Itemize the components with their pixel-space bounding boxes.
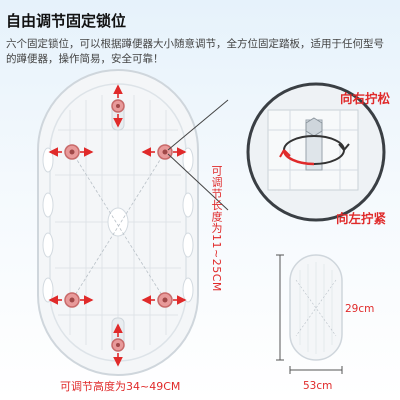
feature-description: 六个固定锁位，可以根据蹲便器大小随意调节，全方位固定踏板，适用于任何型号的蹲便器… xyxy=(6,38,384,65)
lock-knob-upper-left xyxy=(64,144,80,160)
page-title: 自由调节固定锁位 xyxy=(6,12,127,30)
length-dimension-label: 53cm xyxy=(303,380,333,392)
adjustment-arrows xyxy=(48,84,187,367)
dimension-lines xyxy=(276,254,343,374)
zoom-connector xyxy=(167,99,229,211)
guide-lines xyxy=(71,151,166,301)
loosen-right-callout: 向右拧松 xyxy=(340,91,391,106)
lock-knob-lower-right xyxy=(157,292,173,308)
detail-zoom-circle xyxy=(246,82,386,222)
tighten-left-callout: 向左拧紧 xyxy=(336,211,387,226)
lock-knob-upper-right xyxy=(157,144,173,160)
lock-knob-top xyxy=(111,99,125,113)
size-inset-board xyxy=(289,254,343,361)
lock-knob-lower-left xyxy=(64,292,80,308)
height-adjust-label: 可调节高度为34~49CM xyxy=(60,380,181,393)
lock-knob-bottom xyxy=(111,338,125,352)
width-dimension-label: 29cm xyxy=(345,303,375,315)
lock-knobs xyxy=(64,99,173,352)
length-adjust-label: 可调节长度为11~25CM xyxy=(210,165,223,292)
